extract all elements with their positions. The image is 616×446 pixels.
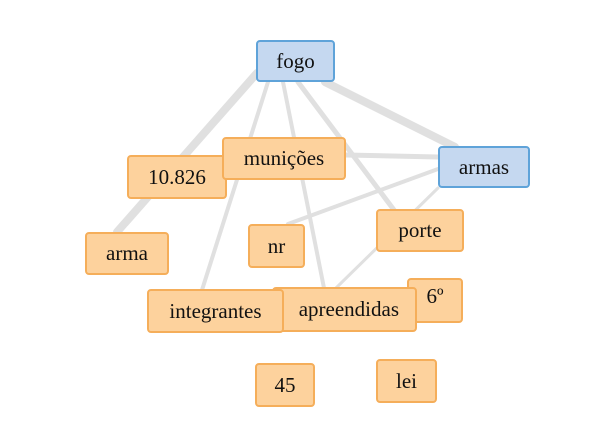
edge-fogo-armas [321, 78, 459, 151]
edge-armas-nr [286, 167, 440, 226]
node-nr[interactable]: nr [248, 224, 305, 268]
node-armas[interactable]: armas [438, 146, 530, 188]
edge-fogo-porte [295, 79, 397, 213]
node-fogo[interactable]: fogo [256, 40, 335, 82]
node-10826[interactable]: 10.826 [127, 155, 227, 199]
node-45[interactable]: 45 [255, 363, 315, 407]
edge-fogo-integrantes [200, 80, 270, 292]
node-integrantes[interactable]: integrantes [147, 289, 284, 333]
node-arma[interactable]: arma [85, 232, 169, 275]
node-apreendidas[interactable]: apreendidas [272, 287, 417, 332]
node-lei[interactable]: lei [376, 359, 437, 403]
node-porte[interactable]: porte [376, 209, 464, 252]
edge-municoes-armas [343, 152, 441, 160]
node-municoes[interactable]: munições [222, 137, 346, 180]
edge-fogo-arma [113, 69, 261, 236]
edge-fogo-apreendidas [281, 80, 326, 290]
